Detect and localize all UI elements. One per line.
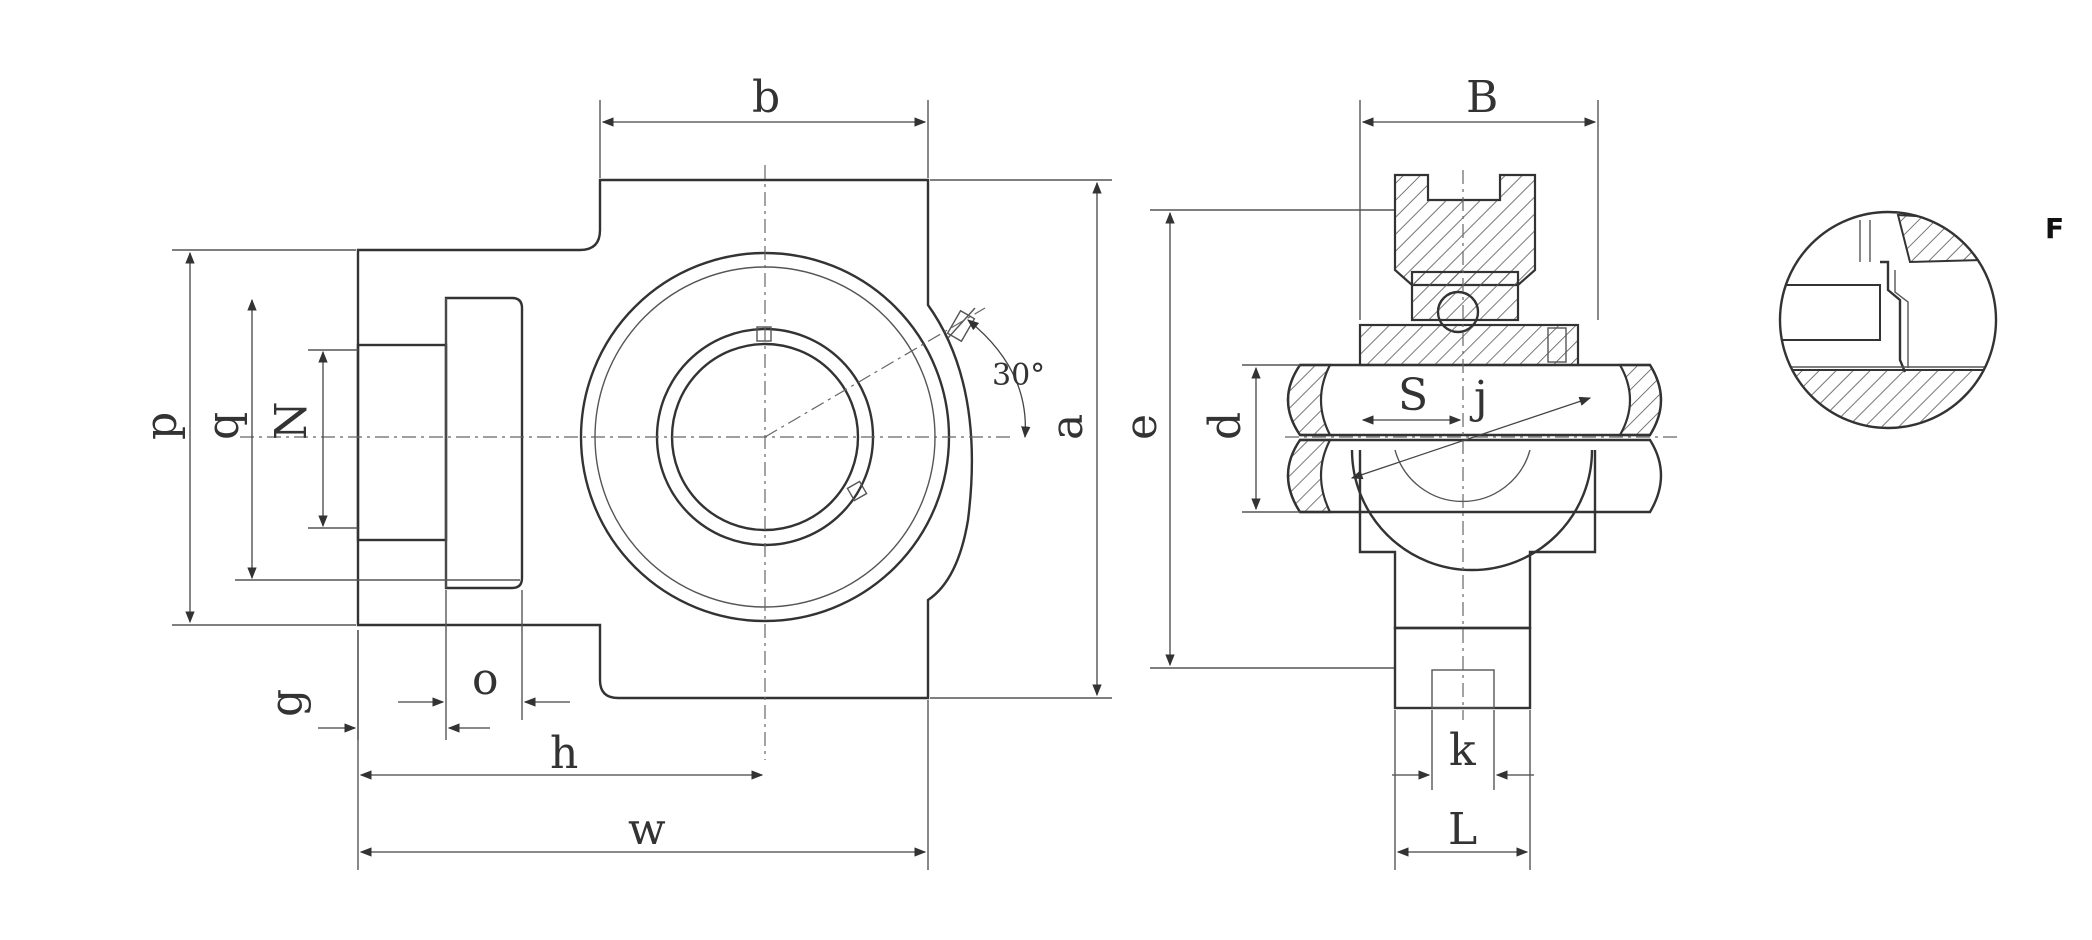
dim-N-label: N	[266, 402, 317, 441]
dim-d-label: d	[1200, 412, 1251, 440]
dim-k-label: k	[1449, 725, 1476, 776]
dim-o-label: o	[472, 654, 499, 705]
dim-g-label: g	[261, 689, 312, 717]
dim-w-label: w	[628, 804, 666, 855]
side-view: B e d S j k L	[1116, 72, 1680, 870]
dim-q-label: q	[198, 412, 249, 440]
dim-p-label: p	[136, 412, 187, 440]
angle-label: 30°	[992, 358, 1045, 393]
dim-e-label: e	[1116, 414, 1167, 440]
grease-nipple-icon	[946, 307, 976, 343]
dim-L-label: L	[1448, 804, 1477, 855]
detail-f-circle	[1778, 210, 1998, 430]
dim-j-label: j	[1469, 372, 1488, 423]
guide-rail	[356, 343, 448, 542]
dim-h-label: h	[550, 728, 578, 779]
detail-f-view: F	[1778, 210, 2064, 430]
housing-outline	[356, 178, 974, 700]
dim-S-label: S	[1398, 370, 1428, 421]
slot-block	[444, 296, 524, 590]
bearing-section	[1410, 270, 1520, 322]
housing-body	[1358, 450, 1597, 630]
set-screw-side	[846, 480, 868, 502]
set-screw-icon	[1547, 327, 1567, 363]
shaft-bottom	[1286, 438, 1663, 514]
inner-ring-section	[1358, 323, 1580, 367]
housing-top-section	[1393, 173, 1537, 287]
dim-B-label: B	[1466, 72, 1498, 123]
dim-b-label: b	[752, 72, 780, 123]
front-view: 30° b p q N a g o	[136, 72, 1112, 870]
dim-a-label: a	[1042, 414, 1093, 440]
set-screw-top	[756, 326, 772, 342]
detail-f-label: F	[2045, 212, 2064, 245]
